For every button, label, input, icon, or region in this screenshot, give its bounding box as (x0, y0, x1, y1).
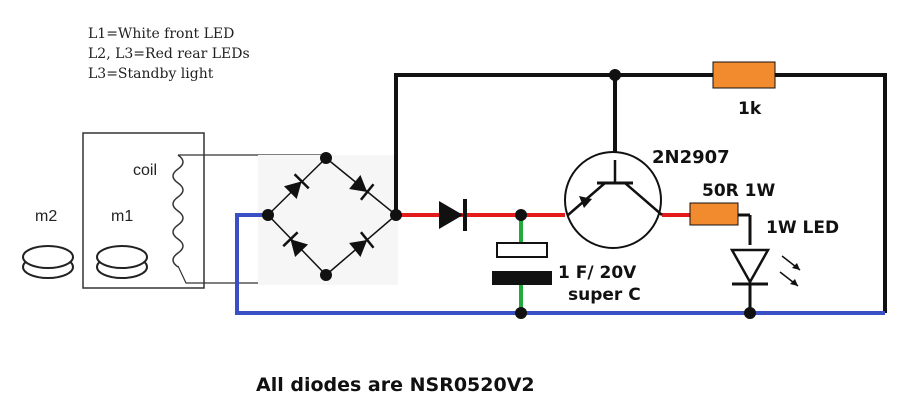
generator-box (82, 132, 205, 289)
led (729, 248, 801, 287)
coil-label: coil (133, 162, 157, 179)
coil-winding (172, 154, 184, 268)
note-line-1: L1=White front LED (88, 26, 234, 42)
capacitor-label-2: super C (568, 285, 641, 305)
resistor-50r-label: 50R 1W (702, 181, 775, 201)
resistor-1k (712, 61, 776, 89)
footer-note: All diodes are NSR0520V2 (256, 374, 535, 396)
capacitor-label-1: 1 F/ 20V (558, 263, 637, 283)
led-label: 1W LED (766, 218, 839, 238)
bridge-diode-4 (349, 231, 375, 258)
m2-label: m2 (35, 208, 57, 225)
resistor-50r (689, 202, 739, 226)
junction-dots (262, 69, 756, 319)
m1-label: m1 (111, 208, 133, 225)
super-capacitor (492, 242, 552, 285)
magnet-m2 (22, 245, 74, 279)
pnp-transistor (564, 151, 663, 249)
bridge-diode-2 (349, 174, 375, 201)
top-rail-wire (394, 73, 887, 313)
transistor-label: 2N2907 (652, 147, 730, 168)
note-line-2: L2, L3=Red rear LEDs (88, 46, 250, 62)
bridge-diode-3 (282, 231, 309, 258)
resistor-1k-label: 1k (738, 99, 762, 119)
ground-rail (235, 213, 885, 315)
bridge-rectifier (258, 155, 398, 285)
bridge-diode-1 (283, 173, 310, 200)
magnet-m1 (96, 245, 148, 279)
note-line-3: L3=Standby light (88, 66, 214, 82)
series-diode (439, 199, 467, 231)
